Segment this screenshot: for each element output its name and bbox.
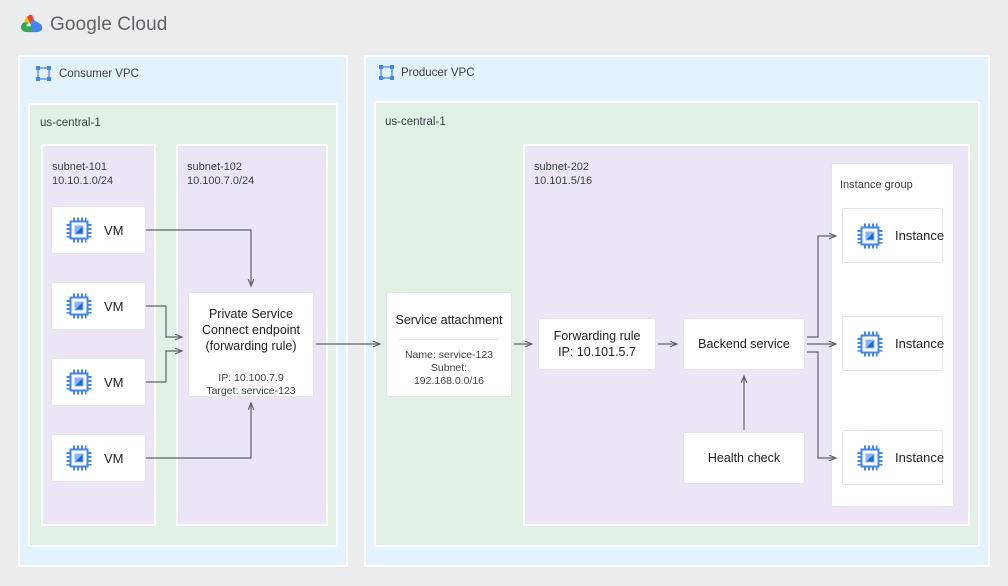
vm-chip-icon xyxy=(857,331,883,356)
service-attachment-divider xyxy=(399,339,499,340)
instance-label-2: Instance xyxy=(895,336,945,351)
vm-box-2[interactable]: VM xyxy=(51,282,146,330)
brand-google: Google xyxy=(50,14,112,35)
vm-chip-icon xyxy=(66,445,92,471)
service-attachment-title: Service attachment xyxy=(395,313,503,327)
backend-service-box[interactable]: Backend service xyxy=(683,318,805,370)
vm-box-3[interactable]: VM xyxy=(51,358,146,406)
vpc-icon xyxy=(379,65,394,80)
instance-box-1[interactable]: Instance xyxy=(842,208,945,263)
psc-endpoint-title: Private Service Connect endpoint (forwar… xyxy=(202,307,300,353)
brand-cloud: Cloud xyxy=(111,14,168,35)
vm-label-3: VM xyxy=(104,374,124,390)
google-cloud-logo-icon xyxy=(21,14,43,33)
forwarding-rule-box[interactable]: Forwarding rule IP: 10.101.5.7 xyxy=(538,318,656,370)
vm-chip-icon xyxy=(857,223,883,248)
vm-chip-icon xyxy=(857,445,883,470)
subnet-202-title: subnet-202 10.101.5/16 xyxy=(534,161,593,187)
page-header: Google Cloud xyxy=(0,0,1008,48)
instance-label-3: Instance xyxy=(895,450,945,465)
brand-wordmark: Google Cloud xyxy=(50,14,167,36)
vm-label-1: VM xyxy=(104,222,124,238)
producer-vpc-title: Producer VPC xyxy=(401,67,475,79)
instance-box-2[interactable]: Instance xyxy=(842,316,945,371)
psc-endpoint-card[interactable]: Private Service Connect endpoint (forwar… xyxy=(188,292,314,397)
consumer-vpc-title: Consumer VPC xyxy=(59,68,139,80)
vm-box-4[interactable]: VM xyxy=(51,434,146,482)
service-attachment-card[interactable]: Service attachment Name: service-123 Sub… xyxy=(386,292,512,397)
vm-chip-icon xyxy=(66,369,92,395)
vm-label-2: VM xyxy=(104,298,124,314)
health-check-label: Health check xyxy=(707,451,781,465)
vpc-icon xyxy=(36,66,51,81)
subnet-101-title: subnet-101 10.10.1.0/24 xyxy=(52,161,114,187)
vm-box-1[interactable]: VM xyxy=(51,206,146,254)
subnet-102-title: subnet-102 10.100.7.0/24 xyxy=(187,161,255,187)
instance-label-1: Instance xyxy=(895,228,945,243)
instance-box-3[interactable]: Instance xyxy=(842,430,945,485)
producer-region-title: us-central-1 xyxy=(385,116,446,128)
vm-label-4: VM xyxy=(104,450,124,466)
backend-service-label: Backend service xyxy=(698,337,790,351)
service-attachment-detail: Name: service-123 Subnet: 192.168.0.0/16 xyxy=(404,349,494,387)
psc-endpoint-detail: IP: 10.100.7.9 Target: service-123 xyxy=(206,372,296,397)
vm-chip-icon xyxy=(66,293,92,319)
forwarding-rule-label: Forwarding rule IP: 10.101.5.7 xyxy=(553,329,641,359)
consumer-region-title: us-central-1 xyxy=(40,117,101,129)
health-check-box[interactable]: Health check xyxy=(683,432,805,484)
vm-chip-icon xyxy=(66,217,92,243)
instance-group-title: Instance group xyxy=(840,179,913,191)
